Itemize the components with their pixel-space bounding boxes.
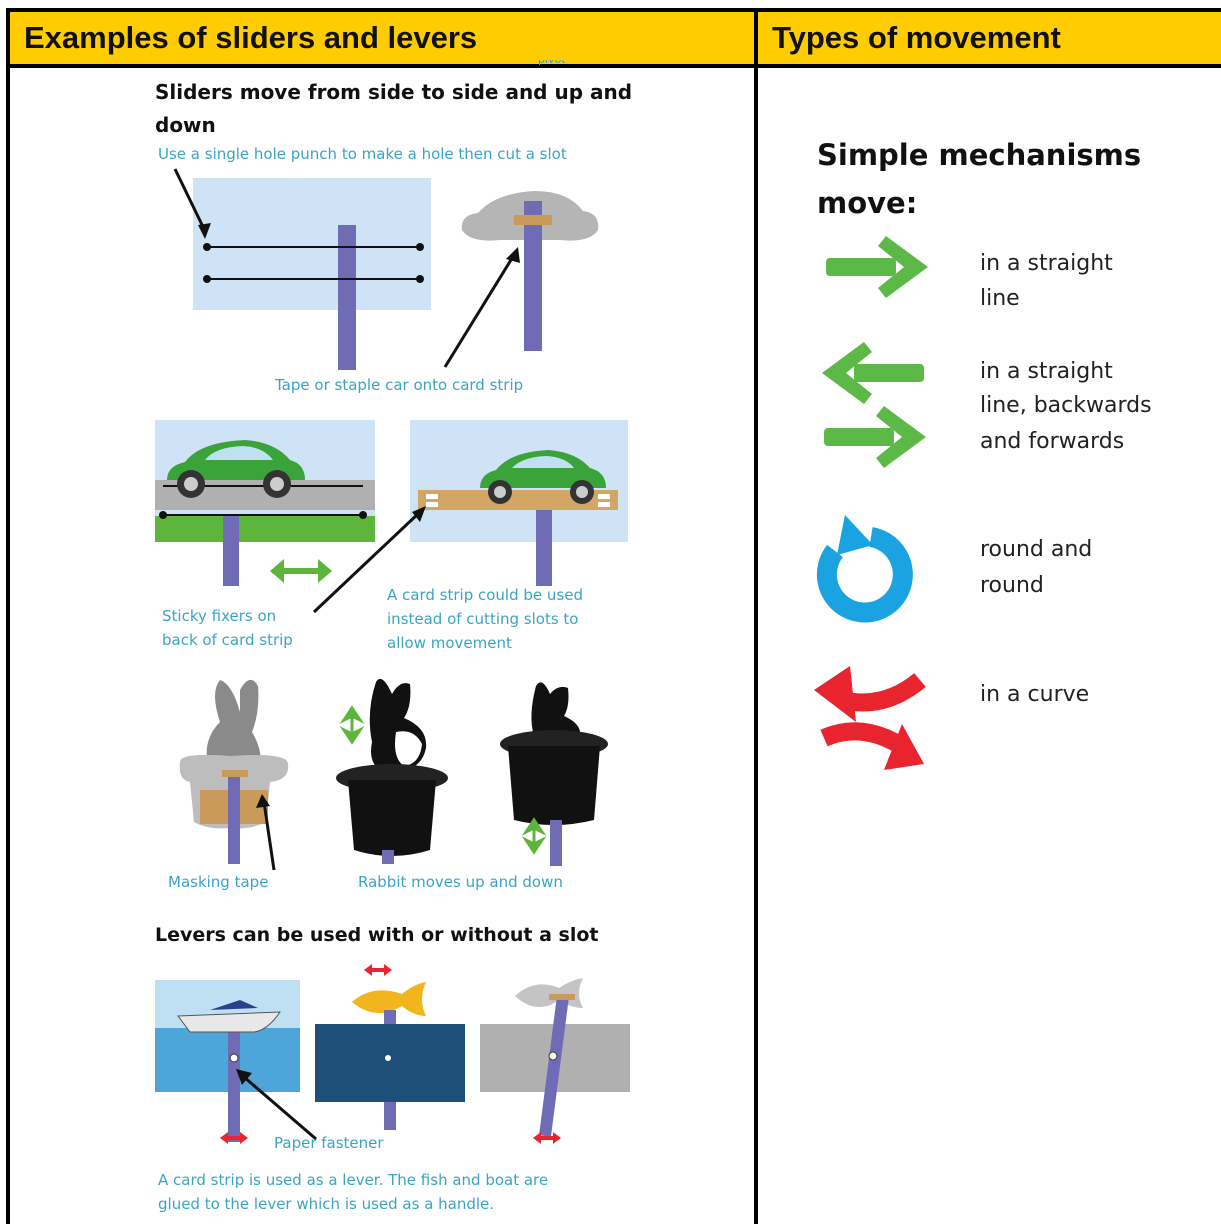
lever-caption-line1: A card strip is used as a lever. The fis… bbox=[158, 1171, 549, 1189]
lever-caption-line2: glued to the lever which is used as a ha… bbox=[158, 1195, 495, 1213]
movement-3-line2: round bbox=[980, 573, 1044, 598]
paper-fastener-arrow bbox=[236, 1069, 317, 1141]
header-cell-left: Examples of sliders and levers bbox=[8, 8, 756, 68]
masking-caption: Masking tape bbox=[168, 873, 269, 891]
movement-1-line2: line bbox=[980, 286, 1020, 311]
movement-3-line1: round and bbox=[980, 537, 1093, 562]
right-title-line2: move: bbox=[817, 186, 918, 220]
boat-lever-diagram bbox=[155, 980, 300, 1144]
movement-2-line3: and forwards bbox=[980, 429, 1125, 454]
levers-heading: Levers can be used with or without a slo… bbox=[155, 924, 599, 946]
green-double-arrow-icon bbox=[822, 342, 926, 468]
header-cell-right: Types of movement bbox=[756, 8, 1221, 68]
movement-2-line1: in a straight bbox=[980, 359, 1113, 384]
card-strip-caption-line2: instead of cutting slots to bbox=[387, 610, 579, 628]
blue-rotation-icon bbox=[816, 515, 913, 623]
rabbit-caption: Rabbit moves up and down bbox=[358, 873, 563, 891]
movement-1-line1: in a straight bbox=[980, 251, 1113, 276]
card-strip-caption-line1: A card strip could be used bbox=[387, 586, 583, 604]
movement-2-line2: line, backwards bbox=[980, 393, 1152, 418]
fish-lever-diagram bbox=[315, 964, 465, 1130]
sticky-caption-line1: Sticky fixers on bbox=[162, 607, 277, 625]
green-car-card-diagram bbox=[312, 420, 628, 614]
rabbit-hat-down-diagram bbox=[500, 682, 608, 866]
paper-fastener-caption: Paper fastener bbox=[274, 1134, 384, 1152]
grey-car-diagram bbox=[443, 191, 599, 368]
table-border-left bbox=[6, 8, 10, 1224]
rabbit-masking-tape-diagram bbox=[179, 679, 289, 871]
grey-lever-diagram bbox=[480, 978, 630, 1144]
hole-punch-caption: Use a single hole punch to make a hole t… bbox=[158, 145, 567, 163]
green-car-road-diagram bbox=[155, 420, 375, 586]
right-title-line1: Simple mechanisms bbox=[817, 138, 1142, 172]
movement-4-line1: in a curve bbox=[980, 682, 1090, 707]
header-left-title: Examples of sliders and levers bbox=[24, 20, 478, 55]
red-curve-arrows-icon bbox=[814, 666, 926, 770]
green-horizontal-arrow-icon bbox=[270, 559, 332, 583]
green-arrow-right-icon bbox=[826, 236, 928, 298]
card-strip-caption-line3: allow movement bbox=[387, 634, 512, 652]
sliders-heading-line1: Sliders move from side to side and up an… bbox=[155, 80, 633, 104]
cutoff-text: pivot bbox=[538, 60, 566, 68]
header-right-title: Types of movement bbox=[772, 20, 1061, 55]
slot-diagram bbox=[173, 168, 431, 370]
tape-caption: Tape or staple car onto card strip bbox=[275, 376, 524, 394]
sliders-heading-line2: down bbox=[155, 113, 216, 137]
rabbit-hat-up-diagram bbox=[336, 678, 448, 864]
table-border-middle bbox=[754, 8, 758, 1224]
sticky-caption-line2: back of card strip bbox=[162, 631, 293, 649]
